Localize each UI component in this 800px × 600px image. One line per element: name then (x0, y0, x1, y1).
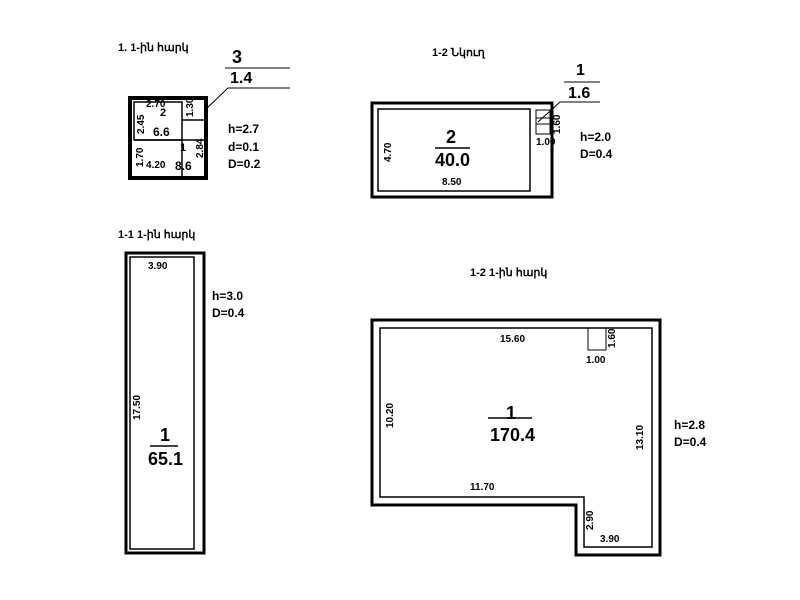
dim: 13.10 (635, 424, 646, 450)
dim: 11.70 (470, 482, 495, 493)
dim: 3.90 (148, 261, 168, 272)
plan-3-title: 1-1 1-ին հարկ (118, 229, 196, 241)
plan-3-room-number: 1 (160, 425, 171, 445)
plan-4-walls (370, 318, 662, 557)
plan-1-room-2-number: 2 (160, 107, 167, 119)
plan-3-room-area: 65.1 (148, 449, 184, 469)
plan-4-room-number: 1 (506, 403, 517, 423)
plan-1-title: 1. 1-ին հարկ (118, 42, 189, 54)
param: D=0.4 (580, 147, 613, 161)
dim: 2.45 (136, 114, 147, 134)
dim: 4.70 (383, 142, 394, 162)
plan-4-title: 1-2 1-ին հարկ (470, 267, 548, 279)
plan-1-room-1-number: 1 (180, 142, 187, 154)
dim: 2.84 (195, 138, 206, 158)
dim: 1.60 (607, 328, 618, 348)
dim: 1.00 (586, 355, 606, 366)
plan-2-label-area: 1.6 (568, 85, 591, 102)
plan-2-walls (370, 81, 600, 199)
dim: 4.20 (146, 160, 166, 171)
param: D=0.4 (674, 435, 707, 449)
plan-3-walls (124, 251, 206, 555)
param: h=2.0 (580, 130, 612, 144)
plan-2-label-number: 1 (576, 62, 585, 79)
dim: 10.20 (385, 402, 396, 428)
dim: 15.60 (500, 334, 526, 345)
dim: 1.30 (185, 97, 196, 117)
plan-1-label-number: 3 (232, 47, 243, 67)
plan-2-room-area: 40.0 (435, 150, 471, 170)
plan-1-walls (128, 67, 290, 180)
plan-2-room-number: 2 (446, 127, 457, 147)
dim: 2.90 (585, 510, 596, 530)
dim: 2.70 (146, 99, 166, 110)
dim: 1.70 (135, 147, 146, 167)
param: D=0.2 (228, 157, 261, 171)
plan-1-label-area: 1.4 (230, 70, 253, 87)
plan-1-room-2-area: 6.6 (153, 125, 170, 139)
dim: 1.00 (536, 137, 556, 148)
param: h=2.8 (674, 418, 706, 432)
dim: 3.90 (600, 534, 620, 545)
param: h=3.0 (212, 289, 244, 303)
param: D=0.4 (212, 306, 245, 320)
param: h=2.7 (228, 122, 260, 136)
dim: 1.60 (552, 114, 563, 134)
dim: 8.50 (442, 177, 462, 188)
plan-4-room-area: 170.4 (490, 425, 536, 445)
dim: 17.50 (132, 394, 143, 420)
plan-1-room-1-area: 8.6 (175, 159, 192, 173)
plan-2-title: 1-2 Նկուղ (432, 47, 485, 59)
param: d=0.1 (228, 140, 260, 154)
